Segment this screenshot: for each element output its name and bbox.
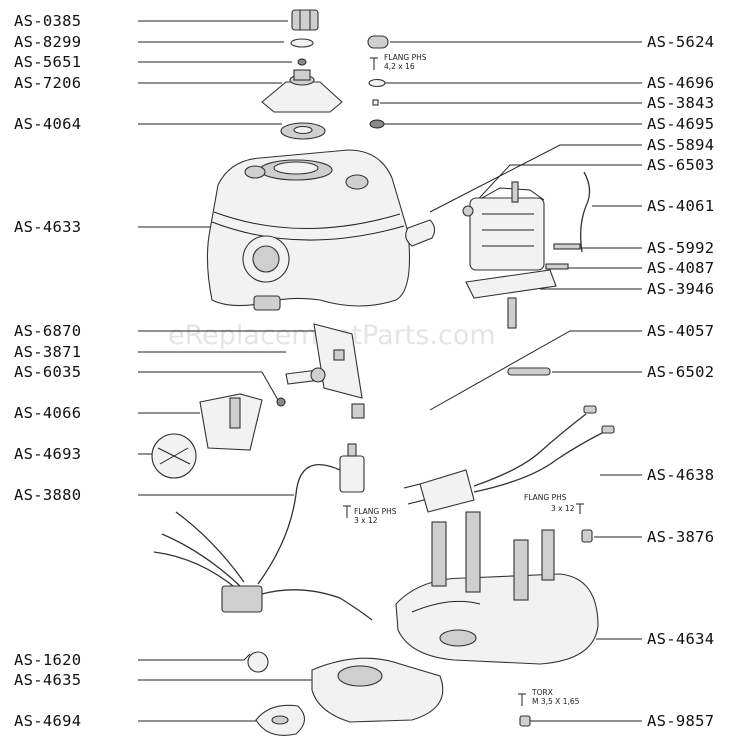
push-switch (339, 443, 365, 493)
screw-note-flang-top-size: 4,2 x 16 (384, 62, 415, 71)
washer (290, 38, 314, 48)
small-block (372, 99, 379, 106)
part-label-as-4057: AS-4057 (647, 322, 714, 340)
nut-6503 (462, 205, 474, 217)
circuit-board (313, 323, 363, 399)
pin-4087 (545, 263, 569, 270)
part-label-as-4695: AS-4695 (647, 115, 714, 133)
part-label-as-4061: AS-4061 (647, 197, 714, 215)
base-housing (395, 511, 599, 665)
ground-wire (580, 171, 591, 253)
part-label-as-3843: AS-3843 (647, 94, 714, 112)
part-label-as-9857: AS-9857 (647, 712, 714, 730)
clip-3876 (581, 529, 593, 543)
screw-top (370, 57, 378, 70)
screw-notes: FLANG PHS 4,2 x 16 FLANG PHS 3 x 12 FLAN… (354, 53, 580, 706)
part-label-as-4633: AS-4633 (14, 218, 81, 236)
bottom-cover (311, 657, 444, 723)
screw-note-flang-top-type: FLANG PHS (384, 53, 427, 62)
rubber-foot (255, 704, 306, 736)
part-label-as-6035: AS-6035 (14, 363, 81, 381)
screw-right (576, 503, 584, 514)
pin-6502 (507, 367, 551, 376)
drive-shroud (261, 69, 343, 113)
leader-lines (138, 20, 642, 722)
clip-9857 (519, 715, 531, 727)
part-label-as-6503: AS-6503 (647, 156, 714, 174)
screw-note-flang-right-size: 3 x 12 (551, 504, 575, 513)
hex-nut (369, 119, 385, 129)
screw-torx (518, 693, 526, 706)
small-ring (297, 58, 307, 66)
part-label-as-6502: AS-6502 (647, 363, 714, 381)
coupling-nut (291, 9, 319, 31)
part-label-as-4087: AS-4087 (647, 259, 714, 277)
part-label-as-3946: AS-3946 (647, 280, 714, 298)
screw-note-torx-type: TORX (531, 688, 553, 697)
screw-note-flang-right-type: FLANG PHS (524, 493, 567, 502)
part-label-as-5651: AS-5651 (14, 53, 81, 71)
motor-housing (206, 149, 411, 311)
part-label-as-4064: AS-4064 (14, 115, 81, 133)
labels-left: AS-0385 AS-8299 AS-5651 AS-7206 AS-4064 … (14, 12, 81, 730)
knob-shaft (285, 367, 326, 385)
part-label-as-4696: AS-4696 (647, 74, 714, 92)
switch-bracket (199, 393, 263, 451)
screw-mid (343, 505, 351, 518)
bearing-ring (280, 122, 326, 140)
screw-note-torx-size: M 3,5 X 1,65 (532, 697, 580, 706)
part-label-as-1620: AS-1620 (14, 651, 81, 669)
spring-pin (553, 243, 581, 250)
spring-6035 (276, 397, 286, 407)
wire-harness (153, 464, 373, 621)
part-label-as-5992: AS-5992 (647, 239, 714, 257)
part-label-as-3876: AS-3876 (647, 528, 714, 546)
part-label-as-6870: AS-6870 (14, 322, 81, 340)
screw-note-flang-mid-size: 3 x 12 (354, 516, 378, 525)
part-label-as-7206: AS-7206 (14, 74, 81, 92)
part-label-as-5894: AS-5894 (647, 136, 714, 154)
part-label-as-3871: AS-3871 (14, 343, 81, 361)
spring-1620 (243, 651, 269, 673)
screw-note-flang-mid-type: FLANG PHS (354, 507, 397, 516)
labels-right: AS-5624 AS-4696 AS-3843 AS-4695 AS-5894 … (647, 33, 714, 730)
clip-4057 (351, 403, 365, 419)
part-label-as-4634: AS-4634 (647, 630, 714, 648)
carbon-brush-tube (405, 219, 436, 247)
flat-washer (368, 78, 386, 88)
part-label-as-4693: AS-4693 (14, 445, 81, 463)
part-label-as-3880: AS-3880 (14, 486, 81, 504)
part-label-as-0385: AS-0385 (14, 12, 81, 30)
control-knob (151, 433, 197, 479)
part-label-as-4066: AS-4066 (14, 404, 81, 422)
power-cord (403, 405, 615, 513)
part-label-as-8299: AS-8299 (14, 33, 81, 51)
part-label-as-5624: AS-5624 (647, 33, 714, 51)
part-label-as-4694: AS-4694 (14, 712, 81, 730)
part-label-as-4635: AS-4635 (14, 671, 81, 689)
cap-ring (367, 35, 389, 49)
motor-assembly (465, 181, 557, 329)
part-label-as-4638: AS-4638 (647, 466, 714, 484)
